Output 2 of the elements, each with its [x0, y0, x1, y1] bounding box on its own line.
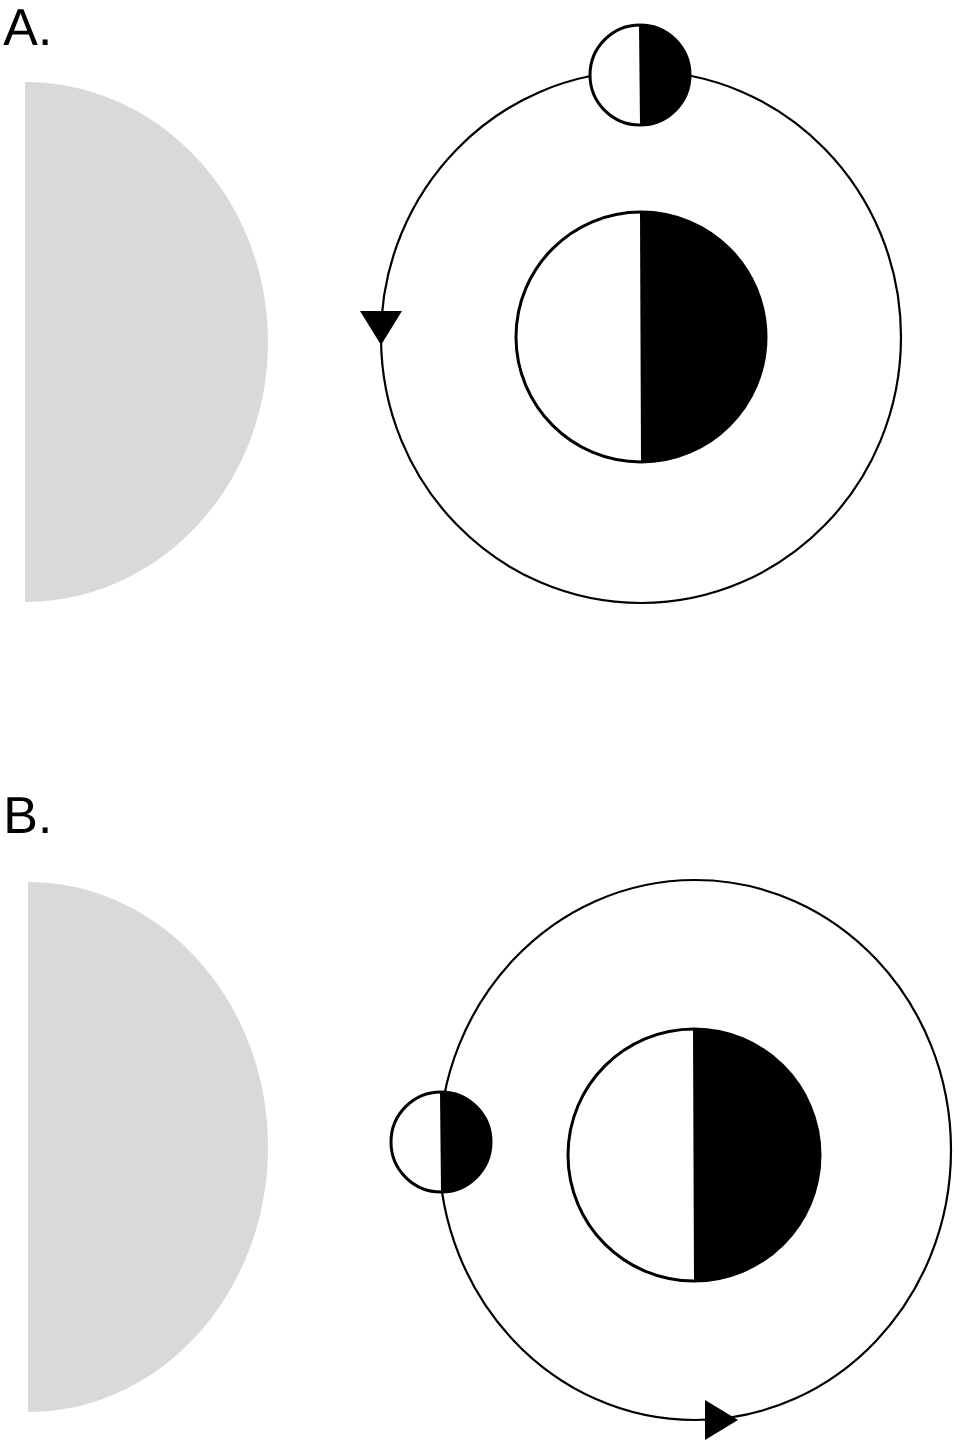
panel-label: B. [7, 797, 48, 833]
panel-label: A. [3, 9, 48, 45]
